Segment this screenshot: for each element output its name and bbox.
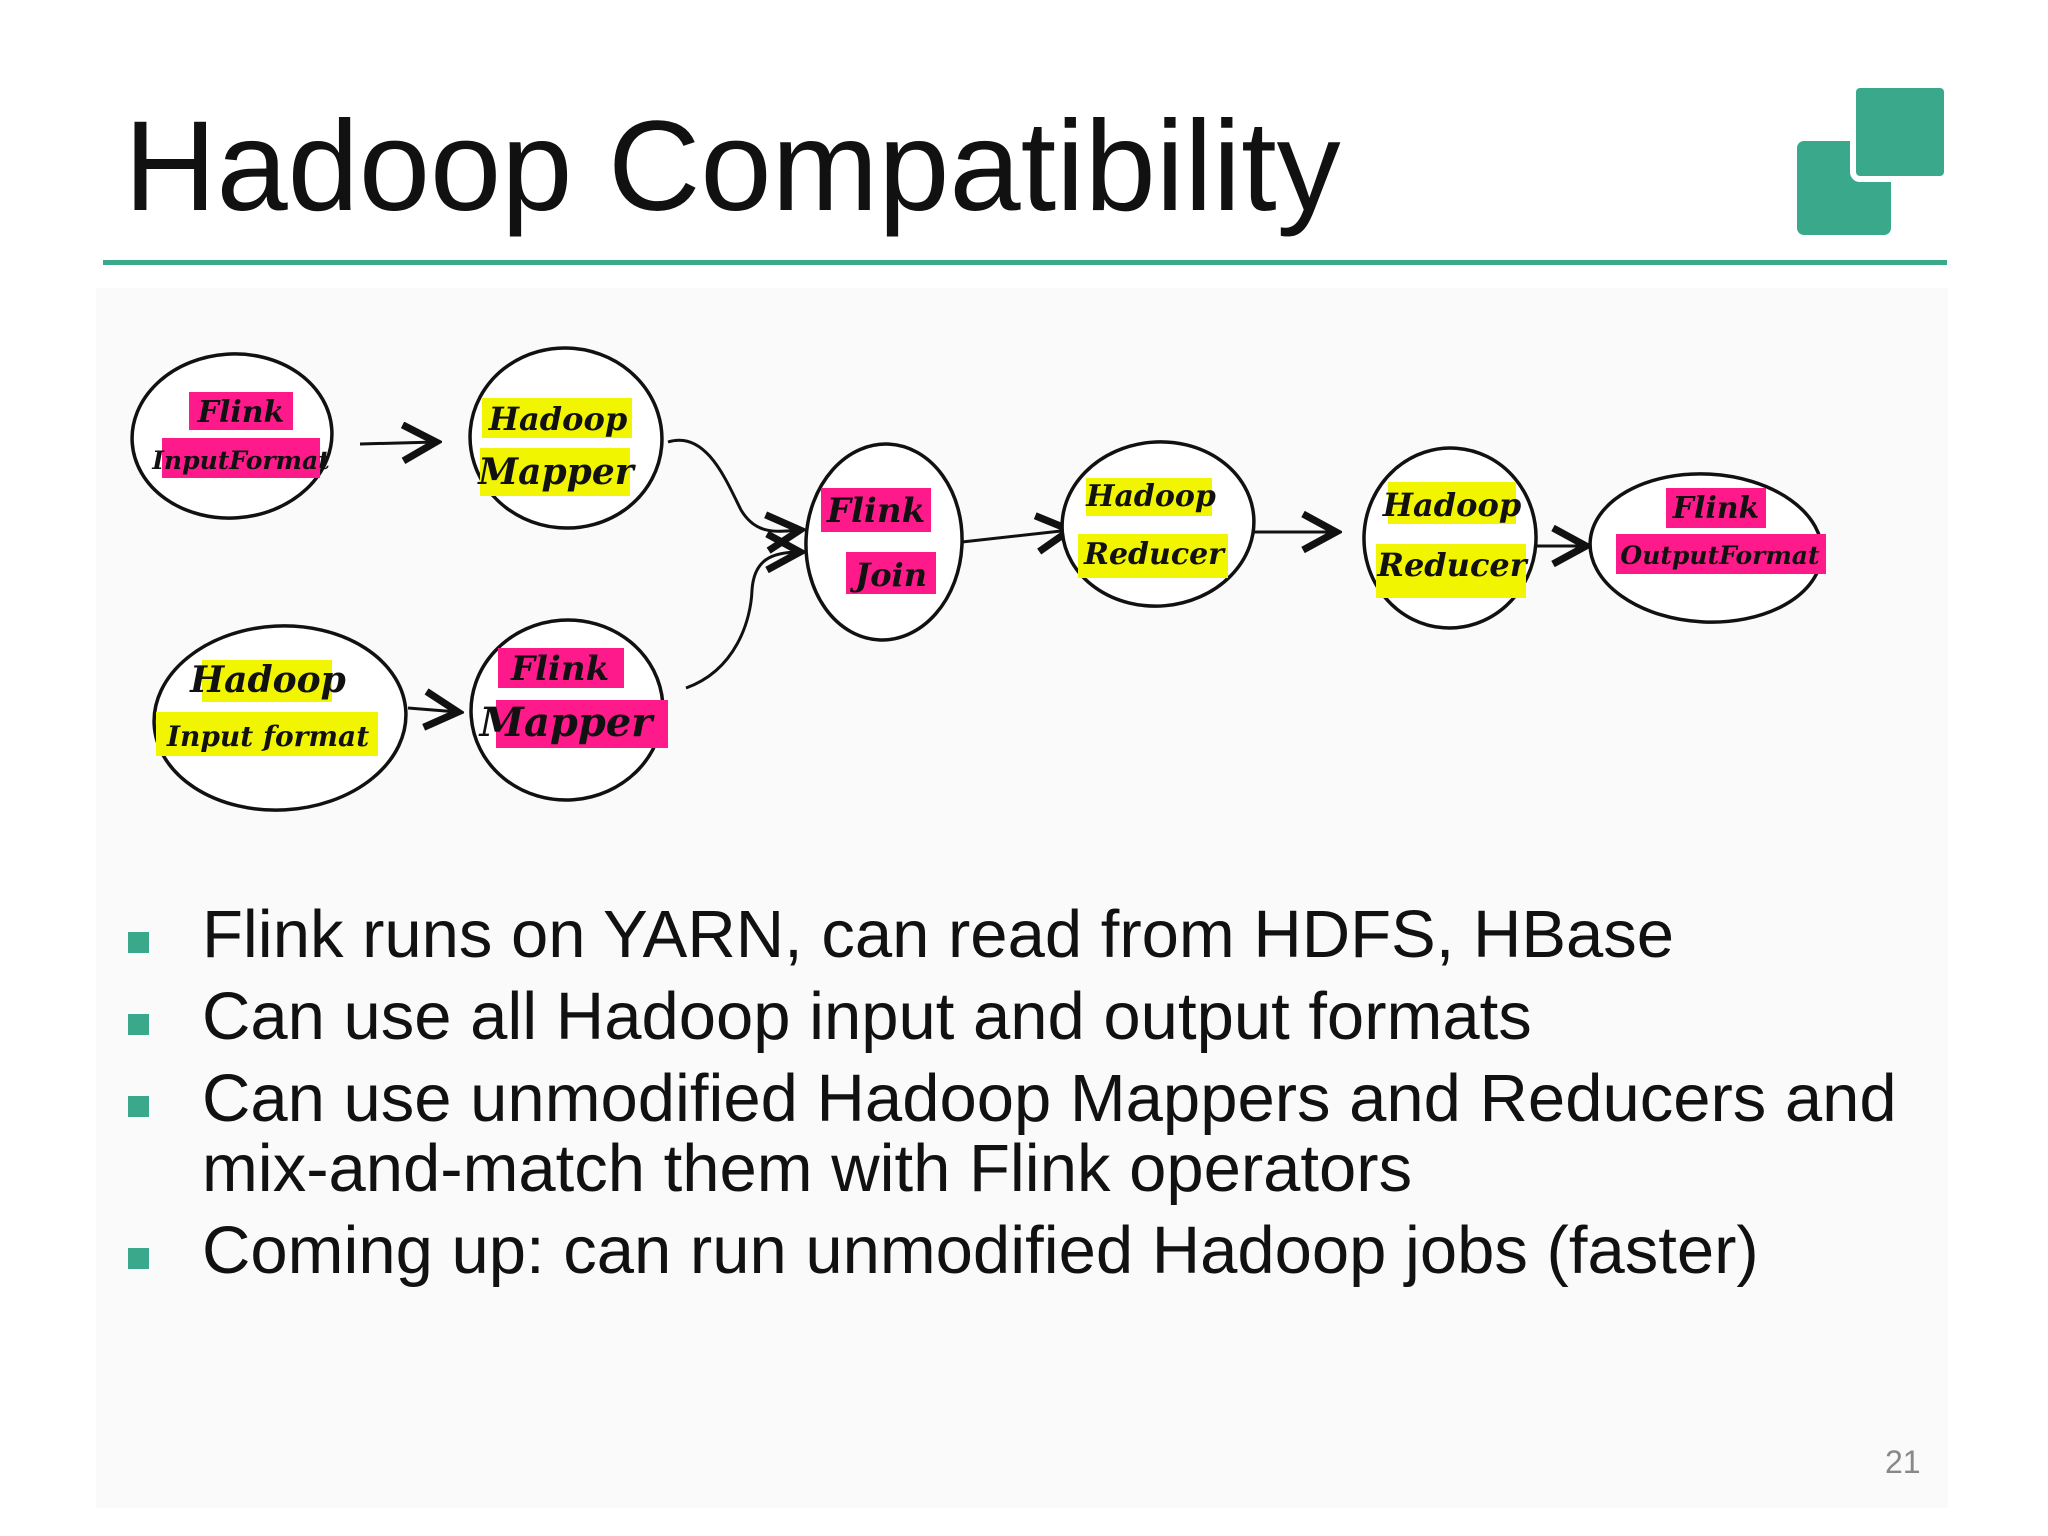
bullet-square-icon — [128, 1248, 149, 1269]
node-hadoop-reducer-1: Hadoop Reducer — [1060, 440, 1256, 608]
svg-text:Reducer: Reducer — [1083, 537, 1226, 572]
edge-flink-join-to-hadoop-reducer-1 — [961, 530, 1070, 542]
node-hadoop-reducer-2: Hadoop Reducer — [1362, 446, 1538, 630]
node-hadoop-mapper: Hadoop Mapper — [468, 346, 664, 530]
edge-flink-inputformat-to-hadoop-mapper — [359, 442, 436, 444]
flink-logo-icon — [1797, 85, 1947, 235]
bullet-square-icon — [128, 932, 149, 953]
dataflow-diagram: Flink InputFormat Hadoop Mapper Hadoop I… — [130, 346, 1826, 812]
bullet-item: Coming up: can run unmodified Hadoop job… — [128, 1216, 1928, 1286]
node-flink-join: Flink Join — [804, 442, 964, 642]
bullet-square-icon — [128, 1014, 149, 1035]
bullet-item: Can use all Hadoop input and output form… — [128, 982, 1928, 1052]
svg-text:Hadoop: Hadoop — [1382, 486, 1521, 524]
edge-flink-mapper-to-flink-join — [685, 552, 800, 690]
svg-text:Mapper: Mapper — [478, 699, 656, 746]
svg-text:Mapper: Mapper — [476, 451, 636, 493]
svg-text:Flink: Flink — [826, 491, 925, 531]
svg-text:Join: Join — [849, 556, 927, 594]
svg-text:Input format: Input format — [166, 720, 369, 753]
bullet-text: Flink runs on YARN, can read from HDFS, … — [202, 897, 1675, 972]
slide-title: Hadoop Compatibility — [124, 95, 1341, 238]
svg-text:Flink: Flink — [197, 395, 285, 430]
bullet-text: Can use all Hadoop input and output form… — [202, 979, 1532, 1054]
bullet-square-icon — [128, 1096, 149, 1117]
edge-hadoop-mapper-to-flink-join — [667, 438, 800, 531]
svg-text:Hadoop: Hadoop — [189, 659, 346, 701]
bullet-list: Flink runs on YARN, can read from HDFS, … — [128, 900, 1928, 1298]
svg-text:Hadoop: Hadoop — [488, 400, 627, 438]
bullet-item: Can use unmodified Hadoop Mappers and Re… — [128, 1064, 1928, 1204]
bullet-item: Flink runs on YARN, can read from HDFS, … — [128, 900, 1928, 970]
svg-text:Flink: Flink — [510, 649, 609, 689]
node-hadoop-inputformat: Hadoop Input format — [152, 624, 408, 812]
node-flink-inputformat: Flink InputFormat — [130, 352, 334, 520]
edge-hadoop-inputformat-to-flink-mapper — [407, 708, 458, 712]
node-flink-outputformat: Flink OutputFormat — [1588, 472, 1826, 624]
svg-text:Reducer: Reducer — [1376, 546, 1528, 584]
title-divider — [103, 260, 1947, 265]
bullet-text: Coming up: can run unmodified Hadoop job… — [202, 1213, 1759, 1288]
svg-text:InputFormat: InputFormat — [151, 446, 330, 475]
svg-text:OutputFormat: OutputFormat — [1620, 541, 1820, 570]
node-flink-mapper: Flink Mapper — [469, 618, 668, 802]
svg-text:Hadoop: Hadoop — [1085, 479, 1216, 514]
page-number: 21 — [1885, 1444, 1921, 1480]
svg-text:Flink: Flink — [1672, 491, 1760, 526]
bullet-text: Can use unmodified Hadoop Mappers and Re… — [202, 1061, 1897, 1206]
